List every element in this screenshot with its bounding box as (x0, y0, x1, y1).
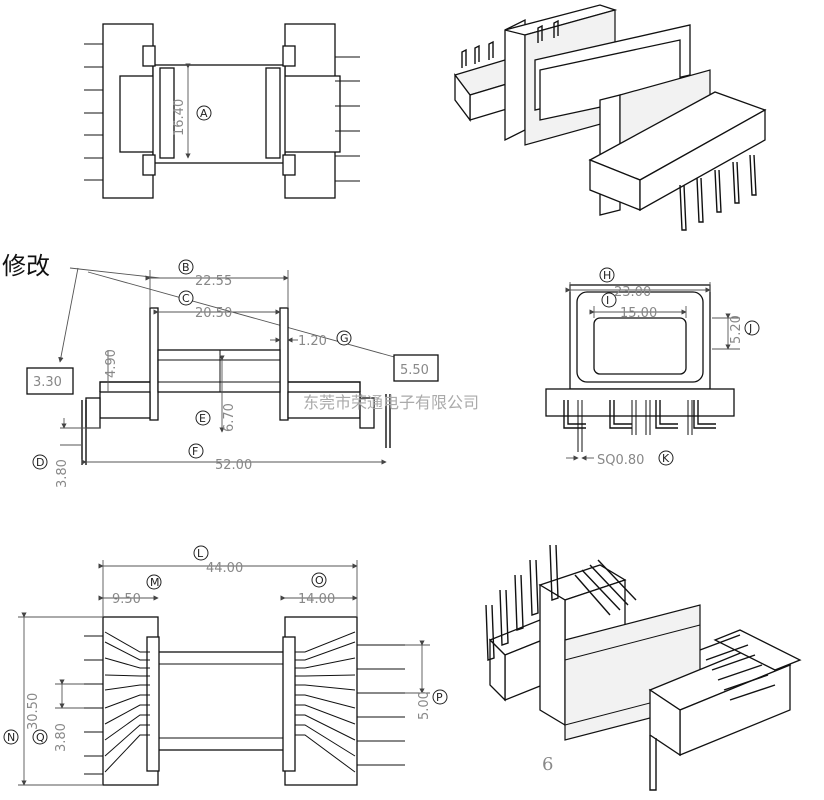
marker-q: Q (36, 731, 45, 744)
dim-height-j: 5.20 (729, 315, 744, 344)
dim-width-i2: 15.00 (620, 306, 657, 321)
dim-pitch-q: 3.80 (54, 723, 69, 752)
dim-width-o: 14.00 (298, 592, 335, 607)
bottom-view-lower: 44.00 L 9.50 M 14.00 O 30.50 N 3.80 Q 5.… (3, 545, 448, 786)
dim-width-m: 9.50 (112, 592, 141, 607)
marker-f: F (192, 445, 198, 458)
watermark-text: 东莞市荣通电子有限公司 (303, 393, 479, 412)
dim-height-a: 16.40 (172, 99, 187, 136)
marker-e: E (199, 412, 206, 425)
dim-total-f: 52.00 (215, 458, 252, 473)
dim-thick-g: 1.20 (298, 334, 327, 349)
dim-width-b: 22.55 (195, 274, 232, 289)
dim-pitch-p: 5.00 (417, 691, 432, 720)
marker-h: H (603, 269, 611, 282)
marker-i: I (606, 294, 609, 307)
marker-l: L (197, 547, 204, 560)
marker-j: J (748, 322, 752, 335)
front-view-middle: 23.00 H 15.00 I 5.20 J SQ0.80 K (545, 267, 760, 468)
marker-d: D (36, 456, 44, 469)
dim-total-l: 44.00 (206, 561, 243, 576)
dim-height-e: 6.70 (222, 403, 237, 432)
page-number: 6 (542, 754, 553, 775)
marker-b: B (182, 261, 190, 274)
marker-m: M (150, 576, 160, 589)
side-view-middle: 修改 22.55 B 20.50 C 1.20 G (2, 252, 439, 488)
dim-width-h: 23.00 (614, 285, 651, 300)
top-view-upper: 16.40 A (84, 23, 360, 199)
marker-g: G (340, 332, 349, 345)
dim-pin-k: SQ0.80 (597, 453, 644, 468)
isometric-view-lower (485, 544, 802, 791)
dim-height-i: 3.80 (55, 459, 70, 488)
marker-p: P (436, 691, 443, 704)
marker-o: O (315, 574, 324, 587)
isometric-view-upper (454, 4, 767, 231)
box-right-value: 5.50 (400, 363, 429, 378)
marker-a: A (200, 107, 208, 120)
dim-height-n: 30.50 (26, 693, 41, 730)
marker-n: N (7, 731, 15, 744)
annotation-note: 修改 (2, 252, 50, 280)
dim-width-c: 20.50 (195, 306, 232, 321)
dim-height-d-left: 4.90 (104, 349, 119, 378)
marker-c: C (182, 292, 190, 305)
marker-k: K (662, 452, 670, 465)
box-left-value: 3.30 (33, 375, 62, 390)
